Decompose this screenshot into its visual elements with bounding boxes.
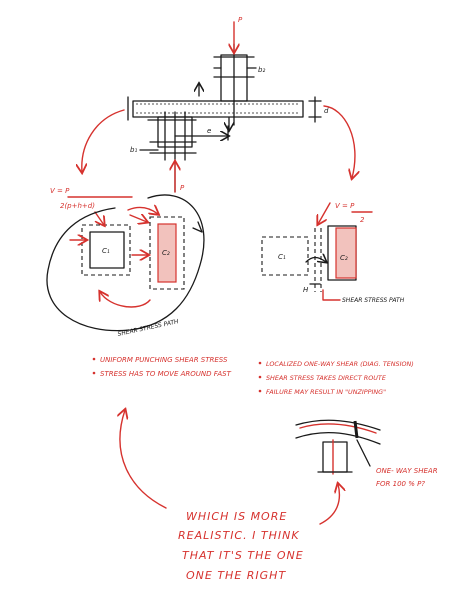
right-formula-lhs: V = P (335, 202, 355, 210)
slab (132, 100, 304, 118)
dim-b2-label: b₂ (258, 66, 265, 74)
one-way-note-line2: FOR 100 % P? (376, 480, 425, 488)
question-note: WHICH IS MORE REALISTIC. I THINK THAT IT… (178, 510, 304, 582)
load-label-bottom: P (180, 184, 185, 192)
dim-h-label: H (303, 286, 309, 294)
top-elevation-sketch: P P b₂ d b₁ e (127, 16, 329, 193)
arrow-to-right-sketch (319, 484, 339, 525)
left-bullet-1: UNIFORM PUNCHING SHEAR STRESS (100, 356, 228, 364)
critical-perimeter-c1 (81, 224, 131, 276)
arrow-to-left-case (82, 109, 125, 172)
column-c1 (89, 231, 125, 269)
dim-e-label: e (207, 127, 211, 135)
column-c2 (157, 223, 177, 283)
dim-b1-label: b₁ (130, 146, 137, 154)
load-label-top: P (238, 16, 243, 24)
one-way-shear-sketch: ONE- WAY SHEAR FOR 100 % P? (295, 419, 438, 488)
left-case-sketch: V = P 2(p+h+d) C₁ C₂ SHEAR STRESS PATH (46, 187, 205, 338)
column-c1-label: C₁ (102, 247, 110, 255)
right-formula-denominator: 2 (360, 216, 365, 224)
right-bullet-3: FAILURE MAY RESULT IN "UNZIPPING" (266, 388, 386, 396)
right-bullet-list: LOCALIZED ONE-WAY SHEAR (DIAG. TENSION) … (258, 360, 414, 396)
one-way-note-line1: ONE- WAY SHEAR (376, 467, 438, 475)
right-bullet-1: LOCALIZED ONE-WAY SHEAR (DIAG. TENSION) (266, 360, 414, 368)
right-column-c2 (335, 227, 357, 279)
question-line-2: REALISTIC. I THINK (178, 529, 300, 542)
right-column-c2-label: C₂ (340, 254, 348, 262)
arrow-to-right-case (323, 105, 355, 178)
question-line-1: WHICH IS MORE (186, 510, 287, 523)
left-path-label: SHEAR STRESS PATH (117, 318, 180, 338)
left-formula-denominator: 2(p+h+d) (60, 202, 95, 210)
left-bullet-2: STRESS HAS TO MOVE AROUND FAST (100, 370, 232, 378)
question-line-3: THAT IT'S THE ONE (182, 549, 304, 562)
right-path-label: SHEAR STRESS PATH (342, 297, 405, 304)
left-bullet-list: UNIFORM PUNCHING SHEAR STRESS STRESS HAS… (92, 356, 232, 378)
dim-d-label: d (324, 107, 329, 115)
stress-path-loop (46, 194, 205, 332)
arrow-to-left-bullets (120, 410, 167, 509)
question-line-4: ONE THE RIGHT (186, 569, 286, 582)
right-column-c1 (261, 236, 309, 276)
right-case-sketch: V = P 2 C₁ C₂ H SHEAR STRESS PATH (261, 202, 405, 304)
left-formula-lhs: V = P (50, 187, 70, 195)
column-c2-label: C₂ (162, 249, 170, 257)
right-bullet-2: SHEAR STRESS TAKES DIRECT ROUTE (266, 374, 387, 382)
right-column-c1-label: C₁ (278, 253, 286, 261)
